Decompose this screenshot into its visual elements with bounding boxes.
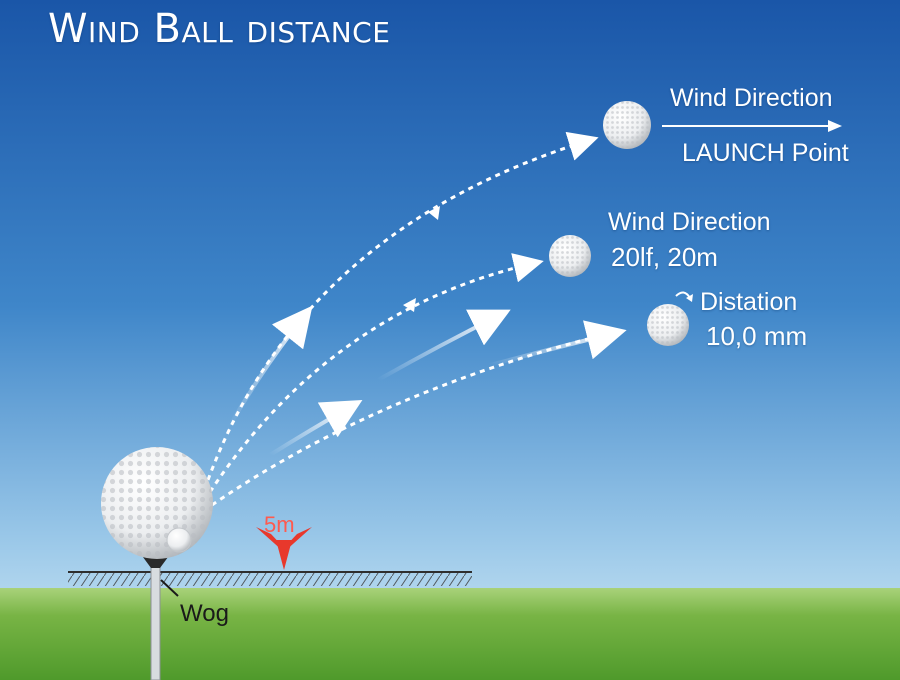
trajectory-high [206, 131, 599, 481]
distation-label: Distation [700, 288, 798, 316]
direction-ticks [403, 206, 440, 312]
down-arrow-marker-icon [256, 527, 312, 570]
launch-point-label: LAUNCH Point [682, 139, 849, 167]
wind-values-label: 20lf, 20m [611, 242, 718, 272]
grass-field [0, 588, 900, 680]
trajectory-low [211, 322, 624, 507]
golf-ball-icon [101, 447, 213, 559]
trajectory-paths [206, 131, 624, 507]
wind-direction-label: Wind Direction [670, 84, 833, 112]
tee-label: Wog [180, 600, 229, 627]
ground-line [68, 571, 472, 586]
curved-arrow-icon [675, 291, 693, 302]
wind-direction-label: Wind Direction [608, 208, 771, 236]
arrow-right-icon [662, 120, 842, 132]
trajectory-mid [208, 253, 544, 493]
golf-ball-icon [549, 235, 591, 277]
page-title: Wind Ball distance [48, 6, 391, 52]
golf-ball-icon [603, 101, 651, 149]
marker-distance-label: 5m [264, 512, 295, 537]
golf-ball-icon [647, 304, 689, 346]
distation-value: 10,0 mm [706, 321, 808, 351]
